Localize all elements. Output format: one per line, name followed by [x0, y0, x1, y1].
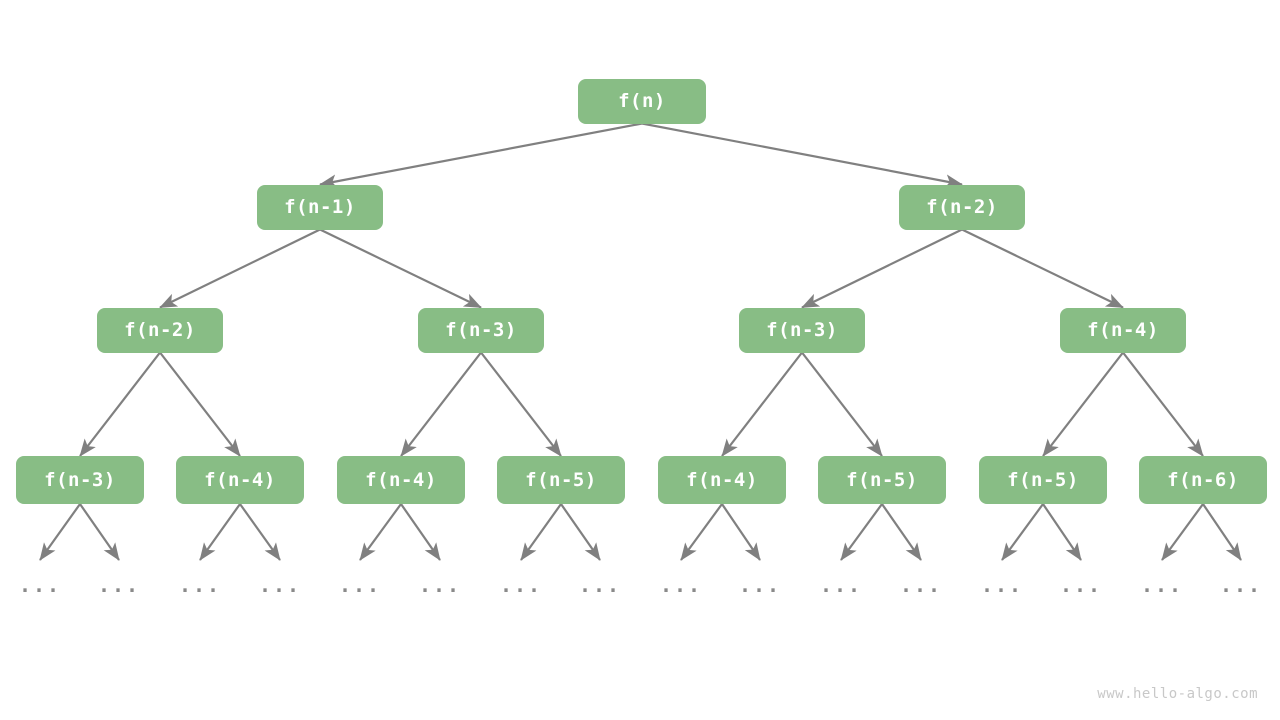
ellipsis-marker: ...: [178, 573, 222, 597]
tree-node-n0: f(n): [578, 78, 706, 124]
tree-node-n13: f(n-5): [979, 456, 1107, 504]
stub-edge-n7-1: [79, 503, 120, 561]
tree-node-n9: f(n-4): [337, 456, 465, 504]
tree-node-n7: f(n-3): [16, 456, 144, 504]
stub-edge-n9-0: [359, 503, 402, 561]
edge-n5-to-n11: [721, 351, 803, 457]
leaf-stub-edges: [39, 503, 1242, 561]
stub-edge-n14-1: [1202, 503, 1242, 561]
tree-node-n12: f(n-5): [818, 456, 946, 504]
tree-node-n11: f(n-4): [658, 456, 786, 504]
tree-node-label: f(n-4): [204, 469, 276, 491]
ellipsis-marker: ...: [819, 573, 863, 597]
edge-n2-to-n5: [801, 228, 963, 309]
ellipsis-marker: ...: [1219, 573, 1263, 597]
edge-n3-to-n8: [159, 351, 241, 457]
tree-node-label: f(n): [618, 90, 666, 112]
ellipsis-marker: ...: [980, 573, 1024, 597]
tree-node-label: f(n-3): [445, 319, 517, 341]
stub-edge-n13-1: [1042, 503, 1082, 561]
stub-edge-n11-0: [680, 503, 723, 561]
ellipsis-marker: ...: [338, 573, 382, 597]
tree-node-n14: f(n-6): [1139, 456, 1267, 504]
tree-node-label: f(n-4): [686, 469, 758, 491]
stub-edge-n8-1: [239, 503, 281, 561]
edge-n3-to-n7: [79, 351, 161, 457]
tree-node-label: f(n-6): [1167, 469, 1239, 491]
tree-node-n3: f(n-2): [97, 307, 223, 353]
edge-n6-to-n13: [1042, 351, 1124, 457]
tree-node-n1: f(n-1): [257, 184, 383, 230]
ellipsis-marker: ...: [18, 573, 62, 597]
edge-n2-to-n6: [961, 228, 1124, 309]
stub-edge-n10-0: [520, 503, 562, 561]
edge-n4-to-n9: [400, 351, 482, 457]
ellipsis-marker: ...: [258, 573, 302, 597]
tree-node-n6: f(n-4): [1060, 307, 1186, 353]
ellipsis-marker: ...: [1059, 573, 1103, 597]
tree-node-label: f(n-5): [846, 469, 918, 491]
stub-edge-n7-0: [39, 503, 81, 561]
edge-n1-to-n4: [319, 228, 482, 309]
tree-node-n8: f(n-4): [176, 456, 304, 504]
ellipsis-marker: ...: [659, 573, 703, 597]
edge-n4-to-n10: [480, 351, 562, 457]
stub-edge-n10-1: [560, 503, 601, 561]
edge-n6-to-n14: [1122, 351, 1204, 457]
tree-node-n2: f(n-2): [899, 184, 1025, 230]
ellipsis-marker: ...: [578, 573, 622, 597]
tree-node-label: f(n-2): [124, 319, 196, 341]
ellipsis-marker: ...: [418, 573, 462, 597]
tree-node-label: f(n-1): [284, 196, 356, 218]
edge-n0-to-n1: [319, 122, 643, 189]
tree-node-n10: f(n-5): [497, 456, 625, 504]
tree-node-label: f(n-3): [44, 469, 116, 491]
tree-node-n5: f(n-3): [739, 307, 865, 353]
ellipsis-marker: ...: [1140, 573, 1184, 597]
tree-node-n4: f(n-3): [418, 307, 544, 353]
stub-edge-n12-0: [840, 503, 883, 561]
tree-edges: [79, 122, 1204, 457]
tree-node-label: f(n-5): [1007, 469, 1079, 491]
edge-n1-to-n3: [159, 228, 321, 309]
stub-edge-n8-0: [199, 503, 241, 561]
ellipsis-marker: ...: [899, 573, 943, 597]
tree-node-label: f(n-4): [1087, 319, 1159, 341]
ellipsis-marker: ...: [738, 573, 782, 597]
stub-edge-n14-0: [1161, 503, 1204, 561]
edge-n0-to-n2: [641, 122, 963, 189]
stub-edge-n12-1: [881, 503, 922, 561]
watermark: www.hello-algo.com: [1097, 686, 1258, 702]
tree-node-label: f(n-3): [766, 319, 838, 341]
stub-edge-n9-1: [400, 503, 441, 561]
stub-edge-n11-1: [721, 503, 761, 561]
tree-node-label: f(n-5): [525, 469, 597, 491]
ellipsis-marker: ...: [499, 573, 543, 597]
edge-n5-to-n12: [801, 351, 883, 457]
tree-node-label: f(n-4): [365, 469, 437, 491]
ellipsis-marker: ...: [97, 573, 141, 597]
tree-node-label: f(n-2): [926, 196, 998, 218]
stub-edge-n13-0: [1001, 503, 1044, 561]
